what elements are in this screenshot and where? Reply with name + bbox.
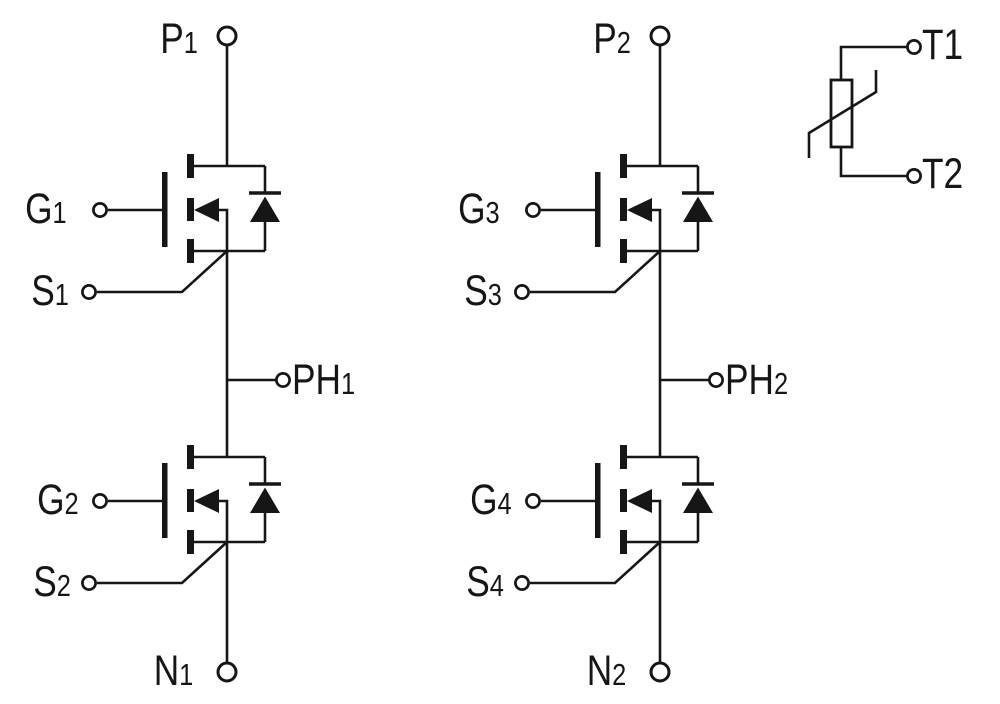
thermistor-strike-icon — [807, 70, 878, 158]
terminal-circle-ph1 — [275, 372, 291, 388]
label-g4: G4 — [470, 476, 512, 524]
label-n2: N2 — [586, 647, 626, 695]
terminal-circle-p1 — [216, 25, 238, 47]
label-s2: S2 — [33, 558, 71, 606]
label-ph2: PH2 — [725, 356, 789, 404]
label-p2: P2 — [593, 15, 631, 63]
terminal-circle-t2 — [906, 168, 922, 184]
label-ph1: PH1 — [292, 356, 356, 404]
label-s3: S3 — [464, 267, 502, 315]
label-t2: T2 — [922, 150, 964, 198]
label-n1: N1 — [153, 647, 193, 695]
half-bridge-2 — [513, 25, 724, 683]
half-bridge-1 — [80, 25, 291, 683]
half-bridge-2-rail-wires — [658, 45, 709, 663]
thermistor — [807, 39, 922, 184]
label-s4: S4 — [466, 558, 504, 606]
label-p1: P1 — [160, 15, 198, 63]
mosfet-q4 — [513, 443, 716, 592]
label-g3: G3 — [458, 185, 500, 233]
mosfet-q3 — [513, 152, 716, 301]
label-t1: T1 — [922, 21, 964, 69]
terminal-circle-t1 — [906, 39, 922, 55]
thermistor-wires — [839, 45, 907, 178]
mosfet-q2 — [80, 443, 283, 592]
terminal-circle-p2 — [649, 25, 671, 47]
terminal-circle-n2 — [649, 661, 671, 683]
mosfet-q1 — [80, 152, 283, 301]
terminal-circle-n1 — [216, 661, 238, 683]
label-g1: G1 — [25, 185, 67, 233]
terminal-circle-ph2 — [708, 372, 724, 388]
label-s1: S1 — [31, 267, 69, 315]
half-bridge-1-rail-wires — [225, 45, 276, 663]
label-g2: G2 — [37, 476, 79, 524]
